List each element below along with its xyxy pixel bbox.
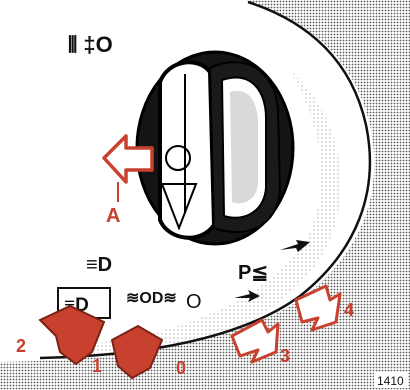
off-symbol: O (186, 291, 202, 313)
figure-number: 1410 (377, 374, 404, 388)
direction-arrow-left (280, 240, 310, 252)
rotate-arrow-3 (230, 318, 280, 364)
side-lights-symbol: ≋OD≋ (126, 290, 177, 307)
arrow-a-push (102, 134, 154, 202)
callout-1: 1 (92, 356, 102, 376)
knob-pointer (160, 183, 198, 231)
parking-symbol: P≦ (238, 262, 268, 284)
bezel-outline (39, 0, 372, 360)
bezel-halo (70, 70, 341, 356)
fog-lights-symbol: ⫴ ‡O (68, 32, 113, 57)
pull-arrow-1 (110, 324, 164, 380)
callout-4: 4 (344, 300, 354, 320)
knob-pull-dot (165, 145, 191, 171)
pull-arrow-2 (38, 304, 106, 366)
callout-a: A (106, 205, 120, 227)
direction-arrow-right (234, 290, 260, 302)
callout-2: 2 (16, 336, 26, 356)
figure-number-bg (374, 372, 408, 388)
rotate-arrow-4 (294, 284, 342, 332)
rotary-knob[interactable] (135, 50, 295, 246)
callout-3: 3 (280, 346, 290, 366)
low-beam-symbol: ≡D (86, 254, 112, 276)
callout-0: 0 (176, 358, 186, 378)
